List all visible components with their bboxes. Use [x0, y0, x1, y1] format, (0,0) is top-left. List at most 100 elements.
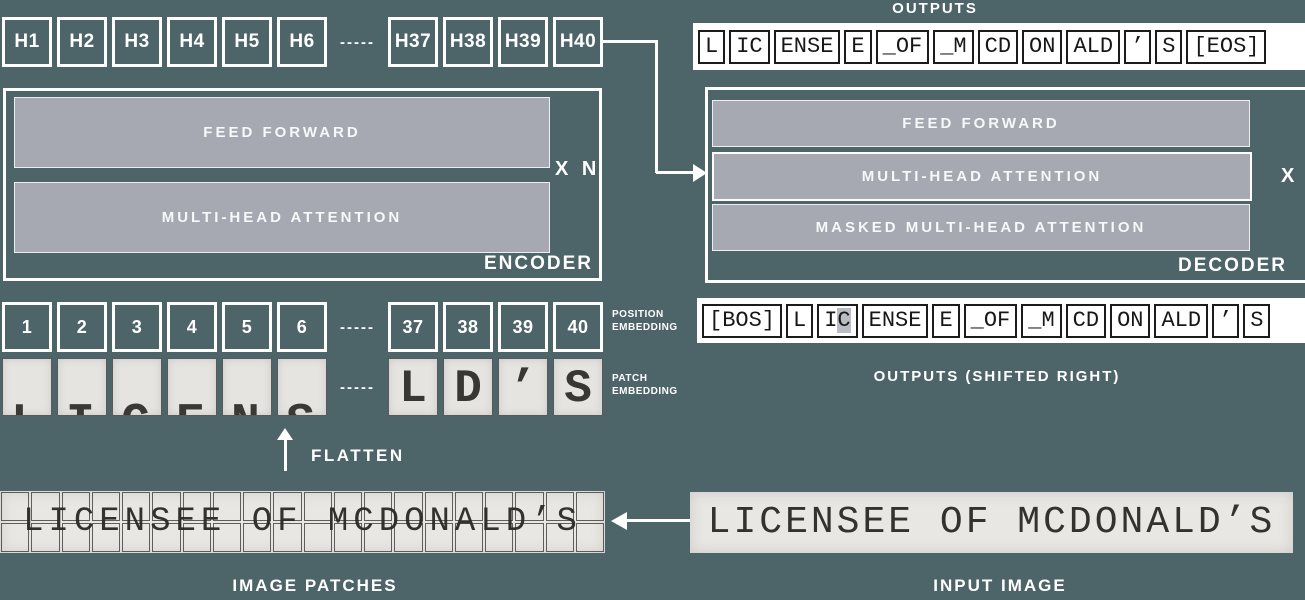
input-to-patches-line [625, 519, 690, 522]
position-embedding-box: 6 [277, 302, 327, 352]
hidden-state-box: H38 [443, 17, 493, 67]
patch-embedding-ellipsis: ----- [340, 378, 375, 396]
arrowhead-to-patches-icon [611, 512, 627, 530]
hidden-states-ellipsis: ----- [340, 33, 375, 51]
patch-embedding-row: LICENS ----- LD’S [2, 358, 603, 416]
patch-letter-fragment: S [286, 397, 315, 415]
position-embedding-box: 4 [167, 302, 217, 352]
output-token: [EOS] [1186, 29, 1267, 64]
outputs-shifted-right-label: OUTPUTS (SHIFTED RIGHT) [873, 368, 1121, 385]
connector-h40-horizontal [601, 40, 658, 43]
shifted-output-token: [BOS] [702, 303, 783, 338]
decoder-feed-forward-layer: FEED FORWARD [712, 100, 1250, 147]
position-embedding-box: 1 [2, 302, 52, 352]
hidden-state-box: H37 [388, 17, 438, 67]
position-embedding-box: 37 [388, 302, 438, 352]
encoder-feed-forward-layer: FEED FORWARD [14, 97, 550, 168]
hidden-state-box: H5 [222, 17, 272, 67]
patch-embedding-patch: S [553, 358, 603, 416]
position-embedding-box: 39 [498, 302, 548, 352]
patch-embedding-patch: L [2, 358, 52, 416]
encoder-multi-head-attention-layer: MULTI-HEAD ATTENTION [14, 182, 550, 253]
image-patches-text: LICENSEE OF MCDONALD’S [23, 503, 582, 541]
flatten-arrow-line [284, 439, 287, 471]
patch-letter-fragment: I [66, 397, 95, 415]
arrowhead-into-decoder-icon [693, 164, 707, 182]
position-embedding-box: 2 [57, 302, 107, 352]
patch-letter-fragment: N [231, 397, 260, 415]
patch-letter-fragment: D [454, 363, 482, 416]
shifted-output-token: _OF [963, 303, 1018, 338]
decoder-multi-head-attention-layer: MULTI-HEAD ATTENTION [712, 152, 1252, 201]
output-token: CD [977, 29, 1019, 64]
decoder-repeat-label: X N [1281, 165, 1305, 187]
shifted-output-token: ENSE [861, 303, 929, 338]
output-token: S [1155, 29, 1183, 64]
outputs-label: OUTPUTS [892, 0, 978, 17]
decoder-block: FEED FORWARD MULTI-HEAD ATTENTION MASKED… [705, 87, 1305, 283]
encoder-repeat-label: X N [555, 158, 601, 180]
shifted-output-token: ALD [1154, 303, 1209, 338]
shifted-output-token: L [786, 303, 814, 338]
patch-letter-fragment: E [176, 397, 205, 415]
input-image-text: LICENSEE OF MCDONALD’S [707, 501, 1276, 544]
output-token: _M [933, 29, 974, 64]
image-patches-label: IMAGE PATCHES [232, 576, 398, 595]
patch-letter-fragment: C [121, 397, 150, 415]
encoder-block: FEED FORWARD MULTI-HEAD ATTENTION X N EN… [3, 88, 602, 281]
patch-embedding-patch: L [388, 358, 438, 416]
patch-embedding-patch: S [277, 358, 327, 416]
shifted-output-token: _M [1021, 303, 1062, 338]
output-token: ENSE [773, 29, 841, 64]
connector-h40-vertical [655, 40, 658, 173]
hidden-state-box: H39 [498, 17, 548, 67]
output-token: _OF [875, 29, 930, 64]
position-embedding-label: POSITION EMBEDDING [612, 309, 678, 333]
image-patches-strip: LICENSEE OF MCDONALD’S [0, 491, 605, 553]
position-embedding-box: 38 [443, 302, 493, 352]
output-token: L [698, 29, 726, 64]
hidden-state-box: H6 [277, 17, 327, 67]
hidden-state-box: H1 [2, 17, 52, 67]
input-image-label: INPUT IMAGE [933, 576, 1067, 595]
shifted-output-token: E [932, 303, 960, 338]
shifted-output-token: IC [817, 303, 858, 338]
shifted-output-token: CD [1065, 303, 1107, 338]
hidden-state-box: H3 [112, 17, 162, 67]
output-token: ’ [1124, 29, 1152, 64]
patch-embedding-patch: ’ [498, 358, 548, 416]
decoder-masked-multi-head-attention-layer: MASKED MULTI-HEAD ATTENTION [712, 204, 1250, 251]
patch-letter-fragment: S [564, 363, 592, 416]
hidden-state-box: H4 [167, 17, 217, 67]
position-embedding-box: 40 [553, 302, 603, 352]
hidden-state-box: H2 [57, 17, 107, 67]
shifted-output-token: S [1243, 303, 1271, 338]
patch-letter-fragment: L [11, 397, 40, 415]
position-embedding-ellipsis: ----- [340, 318, 375, 336]
patch-embedding-patch: E [167, 358, 217, 416]
output-token: ON [1022, 29, 1063, 64]
shifted-output-token: ’ [1212, 303, 1240, 338]
decoder-label: DECODER [1177, 255, 1287, 276]
patch-letter-fragment: L [399, 363, 427, 416]
flatten-arrow-icon [277, 428, 293, 440]
shifted-output-token: ON [1110, 303, 1151, 338]
encoder-label: ENCODER [483, 253, 593, 274]
patch-embedding-patch: C [112, 358, 162, 416]
connector-to-decoder [656, 171, 696, 174]
patch-embedding-label: PATCH EMBEDDING [612, 373, 678, 397]
patch-embedding-patch: I [57, 358, 107, 416]
output-token: ALD [1066, 29, 1121, 64]
flatten-label: FLATTEN [311, 446, 405, 465]
patch-embedding-patch: N [222, 358, 272, 416]
position-embedding-box: 5 [222, 302, 272, 352]
output-token: E [844, 29, 872, 64]
hidden-state-box: H40 [553, 17, 603, 67]
patch-embedding-patch: D [443, 358, 493, 416]
position-embedding-box: 3 [112, 302, 162, 352]
